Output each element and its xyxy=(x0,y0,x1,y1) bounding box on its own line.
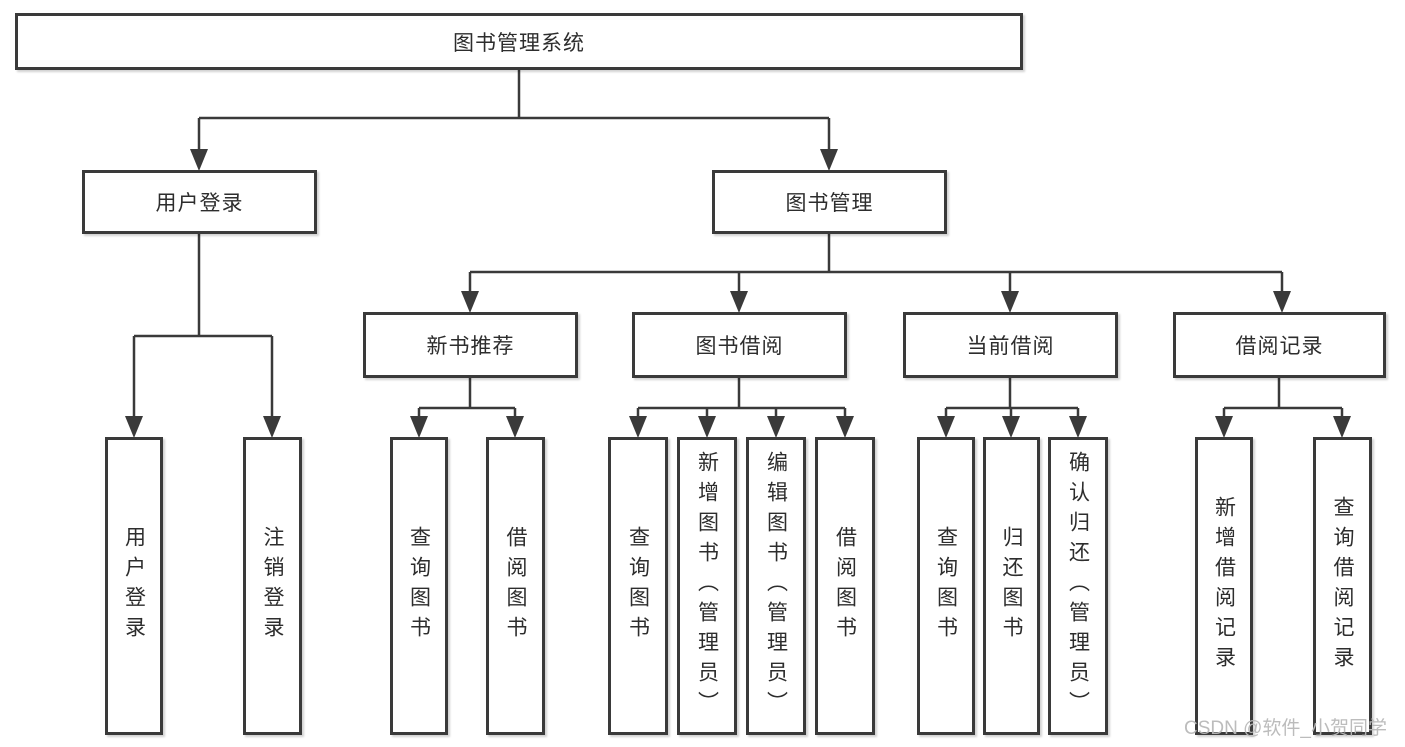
leaf-borrow-query: 查询图书 xyxy=(608,437,668,735)
node-new-book-label: 新书推荐 xyxy=(426,335,515,358)
node-root: 图书管理系统 xyxy=(15,13,1023,70)
leaf-borrow-edit-admin: 编辑图书（管理员） xyxy=(746,437,806,735)
node-book-mgmt: 图书管理 xyxy=(712,170,947,234)
leaf-confirm-return-admin: 确认归还（管理员） xyxy=(1048,437,1108,735)
node-root-label: 图书管理系统 xyxy=(453,31,585,55)
connector-paths xyxy=(132,69,1344,422)
leaf-user-login-label: 用户登录 xyxy=(122,526,146,646)
leaf-newbook-query-label: 查询图书 xyxy=(407,526,431,646)
leaf-query-record: 查询借阅记录 xyxy=(1313,437,1372,735)
leaf-newbook-query: 查询图书 xyxy=(390,437,448,735)
leaf-confirm-return-admin-label: 确认归还（管理员） xyxy=(1066,451,1090,721)
node-current-borrow: 当前借阅 xyxy=(903,312,1118,378)
arrowheads xyxy=(125,149,1351,438)
leaf-user-login: 用户登录 xyxy=(105,437,163,735)
leaf-current-query: 查询图书 xyxy=(917,437,975,735)
node-borrow-record-label: 借阅记录 xyxy=(1235,335,1324,358)
leaf-borrow-add-admin-label: 新增图书（管理员） xyxy=(695,451,719,721)
leaf-newbook-borrow-label: 借阅图书 xyxy=(504,526,527,646)
watermark: CSDN @软件_小贺同学 xyxy=(1184,718,1387,739)
leaf-borrow-add-admin: 新增图书（管理员） xyxy=(677,437,737,735)
leaf-return-book-label: 归还图书 xyxy=(1000,526,1023,646)
leaf-current-query-label: 查询图书 xyxy=(934,526,958,646)
node-user-login: 用户登录 xyxy=(82,170,317,234)
leaf-borrow-book: 借阅图书 xyxy=(815,437,875,735)
leaf-add-record: 新增借阅记录 xyxy=(1195,437,1253,735)
node-user-login-label: 用户登录 xyxy=(155,192,244,215)
leaf-borrow-query-label: 查询图书 xyxy=(626,526,650,646)
node-book-mgmt-label: 图书管理 xyxy=(785,192,874,215)
leaf-return-book: 归还图书 xyxy=(983,437,1040,735)
node-borrow-record: 借阅记录 xyxy=(1173,312,1386,378)
node-current-borrow-label: 当前借阅 xyxy=(966,335,1055,358)
leaf-borrow-edit-admin-label: 编辑图书（管理员） xyxy=(764,451,788,721)
leaf-newbook-borrow: 借阅图书 xyxy=(486,437,545,735)
node-book-borrow: 图书借阅 xyxy=(632,312,847,378)
node-new-book: 新书推荐 xyxy=(363,312,578,378)
leaf-add-record-label: 新增借阅记录 xyxy=(1212,496,1236,676)
leaf-query-record-label: 查询借阅记录 xyxy=(1331,496,1354,676)
leaf-logout-label: 注销登录 xyxy=(261,526,284,646)
node-book-borrow-label: 图书借阅 xyxy=(695,335,784,358)
leaf-borrow-book-label: 借阅图书 xyxy=(833,526,857,646)
leaf-logout: 注销登录 xyxy=(243,437,302,735)
